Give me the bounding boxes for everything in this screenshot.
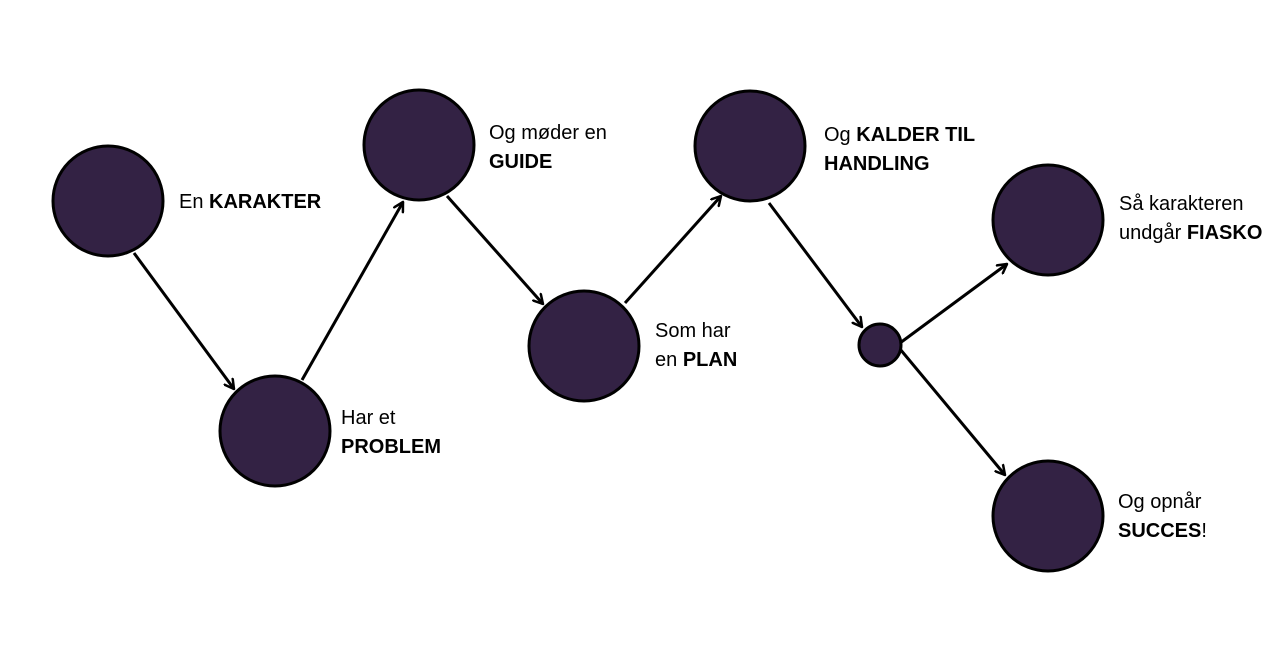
node-junction — [857, 322, 903, 368]
node-plan — [527, 289, 641, 403]
arrow-handling-to-junction — [767, 202, 862, 327]
arrow-problem-to-guide — [300, 202, 405, 381]
arrow-guide-to-plan — [445, 195, 543, 304]
node-handling — [693, 89, 807, 203]
label-handling: Og KALDER TIL HANDLING — [824, 124, 976, 175]
arrow-karakter-to-problem — [132, 252, 234, 389]
arrow-junction-to-fiasko — [899, 264, 1007, 345]
label-plan: Som har en PLAN — [655, 320, 738, 371]
node-karakter — [51, 144, 165, 258]
arrow-junction-to-succes — [898, 348, 1005, 475]
arrow-plan-to-handling — [623, 196, 721, 305]
node-problem — [218, 374, 332, 488]
label-problem: Har et PROBLEM — [341, 407, 441, 458]
node-guide — [362, 88, 476, 202]
node-fiasko — [991, 163, 1105, 277]
label-fiasko: Så karakteren undgår FIASKO — [1119, 193, 1263, 244]
label-karakter: En KARAKTER — [179, 191, 322, 213]
label-succes: Og opnår SUCCES! — [1118, 491, 1207, 542]
node-succes — [991, 459, 1105, 573]
label-guide: Og møder en GUIDE — [489, 122, 607, 173]
